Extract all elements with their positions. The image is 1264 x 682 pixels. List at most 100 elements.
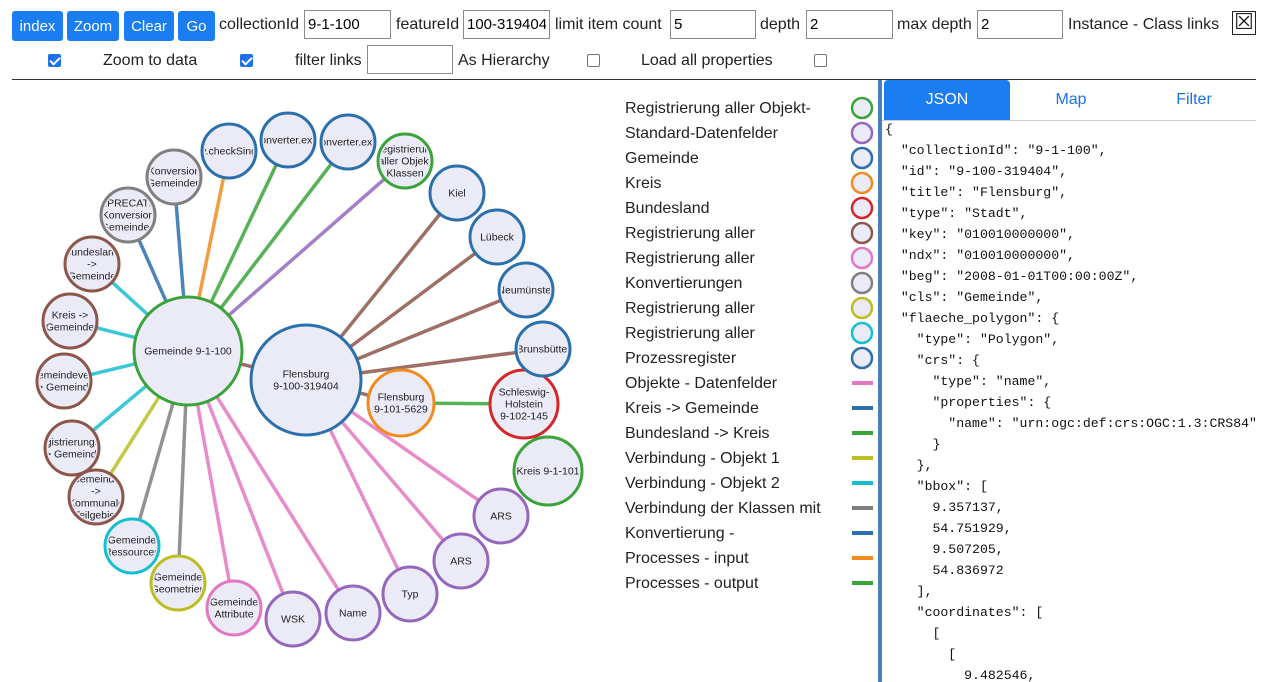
graph-node-circle[interactable] [35, 352, 93, 410]
graph-node-label: Kreis -> [52, 310, 88, 322]
graph-node-circle[interactable] [472, 487, 530, 545]
zoom-to-data-checkbox[interactable] [48, 54, 61, 67]
collection-id-input[interactable] [304, 10, 391, 39]
graph-canvas[interactable]: Gemeinde 9-1-100Flensburg9-100-319404Fle… [0, 80, 880, 682]
graph-node-circle[interactable] [514, 320, 572, 378]
clear-button[interactable]: Clear [124, 11, 174, 41]
graph-node-circle[interactable] [103, 517, 161, 575]
legend-node-swatch [850, 146, 874, 170]
tab-map[interactable]: Map [1055, 91, 1087, 108]
legend-label: Konvertierungen [625, 275, 742, 292]
graph-node-circle[interactable] [259, 111, 317, 169]
graph-node[interactable]: Registrierungsbe-> Gemeinde [32, 419, 112, 477]
graph-node[interactable]: Typ [381, 565, 439, 623]
legend-label: Kreis [625, 175, 661, 192]
graph-node-circle[interactable] [99, 186, 157, 244]
graph-node-circle[interactable] [264, 590, 322, 648]
graph-node-circle[interactable] [41, 292, 99, 350]
tab-json[interactable]: JSON [884, 80, 1010, 120]
graph-node-label: Typ [402, 589, 419, 601]
graph-node-label: 9-102-145 [500, 411, 548, 423]
json-line: "crs": { [916, 353, 980, 368]
panel-resize-handle[interactable] [878, 80, 882, 682]
graph-node-circle[interactable] [249, 323, 363, 437]
json-line: [ [932, 626, 941, 641]
graph-node-circle[interactable] [381, 565, 439, 623]
graph-node[interactable]: Gemeinde 9-1-100 [132, 295, 244, 407]
max-depth-input[interactable] [977, 10, 1063, 39]
graph-node-circle[interactable] [512, 435, 584, 507]
json-line: 54.836972 [932, 563, 1004, 578]
graph-node-circle[interactable] [200, 122, 258, 180]
tab-filter[interactable]: Filter [1176, 91, 1212, 108]
graph-node[interactable]: v.checkSing [200, 122, 258, 180]
legend-node-swatch [850, 346, 874, 370]
go-button[interactable]: Go [178, 11, 215, 41]
legend-label: Processes - input [625, 550, 749, 567]
graph-node-label: Konversion [148, 166, 201, 178]
legend-node-swatch [850, 221, 874, 245]
graph-node-circle[interactable] [319, 113, 377, 171]
graph-node[interactable]: Name [324, 584, 382, 642]
limit-item-count-input[interactable] [670, 10, 756, 39]
graph-node-circle[interactable] [149, 554, 207, 612]
graph-node-label: Gemeinde [46, 322, 95, 334]
filter-links-input[interactable] [367, 45, 453, 74]
graph-node[interactable]: Kreis 9-1-101 [512, 435, 584, 507]
legend-label: Registrierung aller Objekt- [625, 100, 811, 117]
graph-node[interactable]: ARS [472, 487, 530, 545]
graph-node[interactable]: Brunsbüttel [514, 320, 572, 378]
graph-node-circle[interactable] [63, 235, 121, 293]
legend-label: Registrierung aller [625, 250, 756, 267]
graph-node-circle[interactable] [366, 368, 436, 438]
instance-class-links-checkbox[interactable] [240, 54, 253, 67]
graph-node[interactable]: Converter.exec [313, 113, 384, 171]
feature-id-input[interactable] [463, 10, 550, 39]
graph-node[interactable]: Converter.exec [253, 111, 324, 169]
graph-node-circle[interactable] [43, 419, 101, 477]
json-line: 9.357137, [932, 500, 1004, 515]
graph-node[interactable]: WSK [264, 590, 322, 648]
graph-node[interactable]: Lübeck [468, 208, 526, 266]
legend-label: Konvertierung - [625, 525, 734, 542]
graph-node[interactable]: Kiel [428, 164, 486, 222]
graph-node[interactable]: Gemeindeverb-> Gemeinde [30, 352, 99, 410]
as-hierarchy-label: As Hierarchy [458, 52, 550, 69]
graph-node-circle[interactable] [376, 132, 434, 190]
zoom-button[interactable]: Zoom [67, 11, 119, 41]
depth-input[interactable] [806, 10, 893, 39]
graph-node[interactable]: Kreis ->Gemeinde [41, 292, 99, 350]
graph-node[interactable]: ARS [432, 532, 490, 590]
graph-node-label: Schleswig- [499, 387, 550, 399]
index-button[interactable]: index [12, 11, 63, 41]
graph-node[interactable]: Bundesland->Gemeinde [63, 235, 121, 293]
instance-class-links-label: Instance - Class links [1068, 16, 1220, 33]
as-hierarchy-checkbox[interactable] [587, 54, 600, 67]
json-view[interactable]: { "collectionId": "9-1-100", "id": "9-10… [885, 119, 1256, 682]
legend-node-swatch [850, 171, 874, 195]
graph-node-circle[interactable] [132, 295, 244, 407]
graph-node-label: Gemeinde [154, 572, 203, 584]
graph-node-circle[interactable] [432, 532, 490, 590]
graph-node-circle[interactable] [497, 261, 555, 319]
graph-node-circle[interactable] [205, 579, 263, 637]
graph-node-circle[interactable] [324, 584, 382, 642]
graph-node-circle[interactable] [428, 164, 486, 222]
graph-node[interactable]: Neumünster [497, 261, 555, 319]
close-icon[interactable]: ☒ [1232, 11, 1256, 35]
load-all-properties-checkbox[interactable] [814, 54, 827, 67]
graph-node-circle[interactable] [67, 468, 125, 526]
graph-node-circle[interactable] [145, 148, 203, 206]
graph-node-circle[interactable] [468, 208, 526, 266]
legend-label: Bundesland [625, 200, 710, 217]
